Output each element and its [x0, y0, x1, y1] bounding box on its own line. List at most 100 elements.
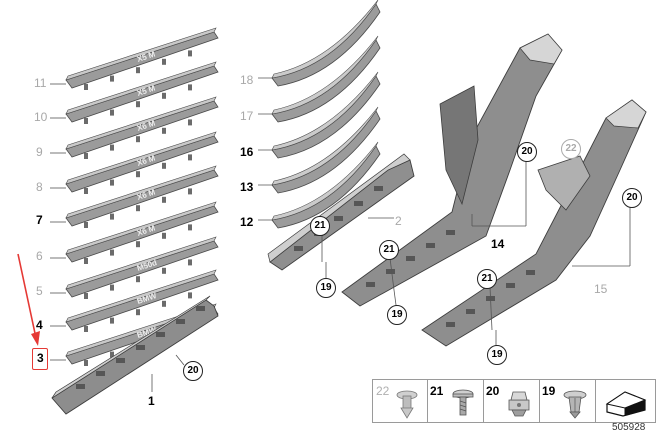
sill-strip-edge	[65, 236, 217, 290]
callout-10[interactable]: 10	[34, 110, 48, 124]
red-arrow-head	[31, 331, 40, 346]
screw-icon	[452, 389, 474, 416]
strip-clip	[188, 259, 192, 266]
circled-callout-22[interactable]: 22	[561, 139, 581, 159]
legend-item-21[interactable]: 21	[427, 380, 484, 422]
trim14-slot	[446, 230, 455, 235]
trim14-slot	[386, 269, 395, 274]
callout-8[interactable]: 8	[36, 180, 43, 194]
trim14-slot	[426, 243, 435, 248]
callout-11[interactable]: 11	[34, 76, 47, 90]
strip-clip	[84, 360, 88, 366]
strip-clip	[136, 309, 140, 316]
circled-callout-20[interactable]: 20	[622, 188, 642, 208]
strip-clip	[110, 179, 114, 186]
strip-clip	[110, 75, 114, 82]
carrier-slot	[374, 186, 383, 191]
strip-clip	[136, 205, 140, 212]
legend-item-20[interactable]: 20	[483, 380, 540, 422]
legend-number: 19	[542, 384, 556, 398]
sill-strip-edge	[65, 201, 217, 255]
strip-clip	[188, 119, 192, 126]
circled-callout-21[interactable]: 21	[379, 240, 399, 260]
strip-clip	[136, 276, 140, 283]
callout-leader-line	[389, 257, 395, 291]
circled-callout-20[interactable]: 20	[183, 361, 203, 381]
callout-2[interactable]: 2	[395, 214, 402, 228]
legend-item-22[interactable]: 22	[373, 380, 428, 422]
sill-slot	[196, 306, 205, 311]
legend-item-trim-tool[interactable]	[595, 380, 655, 422]
strip-clip	[188, 84, 192, 91]
callout-3-highlight-box	[32, 348, 48, 370]
circled-callout-20[interactable]: 20	[517, 142, 537, 162]
strip-clip	[110, 317, 114, 324]
strip-clip	[84, 326, 88, 332]
door-sill-strip-edge	[271, 0, 379, 79]
sill-slot	[76, 384, 85, 389]
callout-4[interactable]: 4	[36, 318, 43, 332]
pillar-trim-15-top	[605, 99, 647, 129]
carrier-slot	[294, 246, 303, 251]
callout-15[interactable]: 15	[594, 282, 608, 296]
strip-clip	[188, 154, 192, 161]
legend-item-19[interactable]: 19	[539, 380, 596, 422]
sill-slot	[136, 345, 145, 350]
door-sill-strip-edge	[271, 71, 379, 151]
sill-slot	[176, 319, 185, 324]
callout-1[interactable]: 1	[148, 394, 155, 408]
door-sill-strip-edge	[271, 35, 379, 115]
strip-clip	[162, 300, 166, 307]
callout-9[interactable]: 9	[36, 145, 43, 159]
callout-16[interactable]: 16	[240, 145, 254, 159]
strip-clip	[110, 249, 114, 256]
strip-clip	[162, 196, 166, 203]
callout-13[interactable]: 13	[240, 180, 254, 194]
sill-slot	[156, 332, 165, 337]
legend-number: 22	[376, 384, 390, 398]
main-sill-plate-top	[51, 295, 211, 399]
strip-clip	[162, 267, 166, 274]
strip-clip	[162, 92, 166, 99]
callout-12[interactable]: 12	[240, 215, 254, 229]
carrier-slot	[334, 216, 343, 221]
legend-number: 20	[486, 384, 500, 398]
strip-clip	[84, 258, 88, 264]
circled-callout-21[interactable]: 21	[477, 269, 497, 289]
push-clip-icon	[396, 390, 418, 419]
strip-clip	[162, 232, 166, 239]
strip-clip	[162, 127, 166, 134]
red-arrow-shaft	[17, 253, 37, 339]
sill-strip-edge	[65, 269, 217, 323]
trim15-slot	[466, 309, 475, 314]
trim15-slot	[446, 322, 455, 327]
document-number: 505928	[612, 422, 646, 433]
trim-wedge-icon	[605, 391, 647, 417]
strip-clip	[162, 58, 166, 65]
strip-clip	[110, 351, 114, 358]
circled-callout-19[interactable]: 19	[387, 305, 407, 325]
strip-clip	[110, 144, 114, 151]
strip-clip	[136, 67, 140, 74]
callout-3[interactable]: 3	[37, 351, 44, 365]
callout-14[interactable]: 14	[491, 237, 505, 251]
sill-carrier-mid-top	[267, 153, 411, 263]
sill-strip-edge	[65, 96, 217, 150]
circled-callout-19[interactable]: 19	[316, 278, 336, 298]
legend-number: 21	[430, 384, 444, 398]
callout-6[interactable]: 6	[36, 249, 43, 263]
circled-callout-19[interactable]: 19	[487, 345, 507, 365]
strip-clip	[188, 188, 192, 195]
door-sill-strip-edge	[271, 106, 379, 186]
strip-clip	[136, 241, 140, 248]
strip-clip	[84, 118, 88, 124]
circled-callout-21[interactable]: 21	[310, 216, 330, 236]
strip-clip	[136, 101, 140, 108]
callout-18[interactable]: 18	[240, 73, 254, 87]
callout-5[interactable]: 5	[36, 284, 43, 298]
trim14-slot	[406, 256, 415, 261]
callout-17[interactable]: 17	[240, 109, 254, 123]
callout-7[interactable]: 7	[36, 213, 43, 227]
strip-clip	[162, 162, 166, 169]
